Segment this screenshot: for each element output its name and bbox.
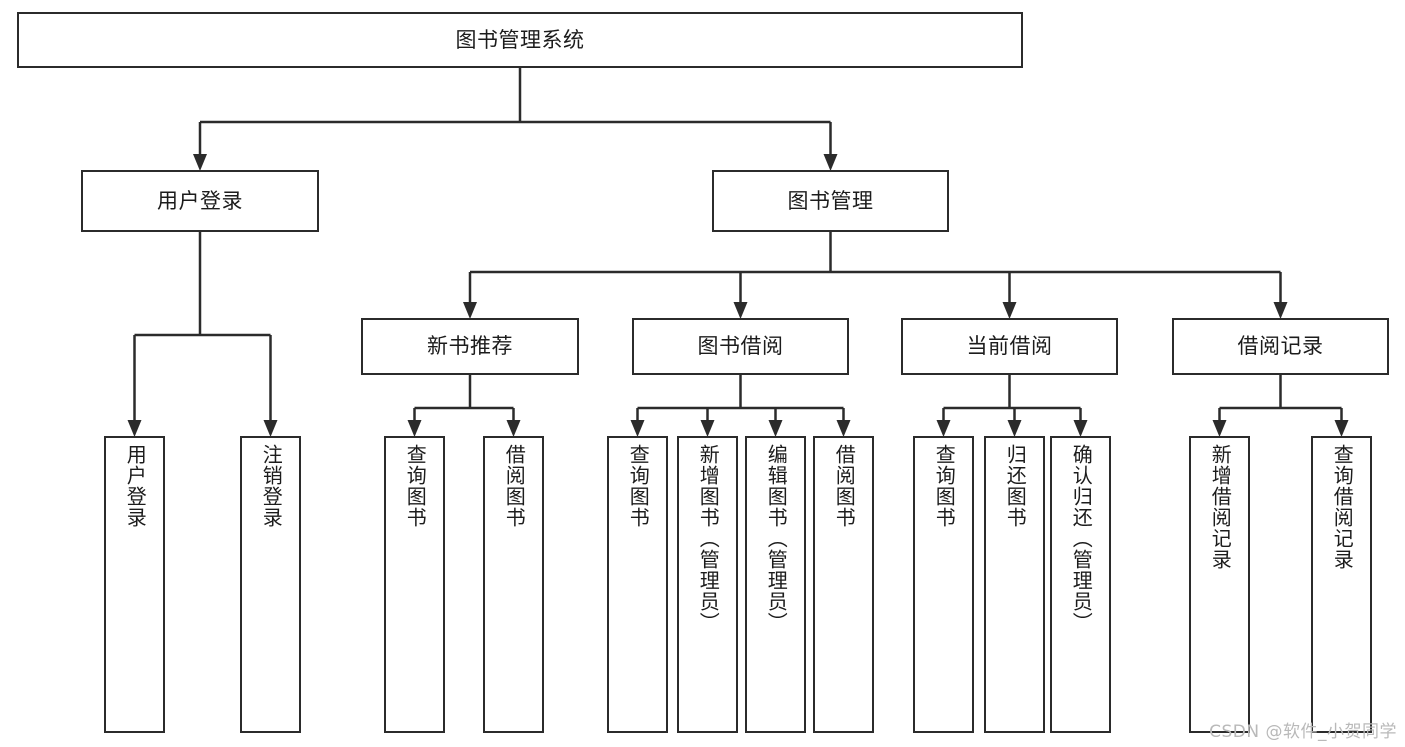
node-label: 查询图书	[932, 444, 957, 528]
node-leaf-borrow-query[interactable]: 查询图书	[607, 436, 668, 733]
node-current[interactable]: 当前借阅	[901, 318, 1118, 375]
node-leaf-newbook-borrow[interactable]: 借阅图书	[483, 436, 544, 733]
node-leaf-current-return[interactable]: 归还图书	[984, 436, 1045, 733]
node-label: 注销登录	[259, 444, 284, 528]
watermark: CSDN @软件_小贺同学	[1209, 722, 1397, 742]
node-label: 用户登录	[123, 444, 148, 528]
arrowhead-icon	[193, 154, 207, 171]
node-label: 当前借阅	[966, 334, 1053, 359]
arrowhead-icon	[263, 420, 278, 437]
node-leaf-current-query[interactable]: 查询图书	[913, 436, 974, 733]
node-label: 图书管理	[787, 188, 874, 213]
node-label: 查询图书	[626, 444, 651, 528]
arrowhead-icon	[1212, 420, 1227, 437]
arrowhead-icon	[630, 420, 645, 437]
node-newbook[interactable]: 新书推荐	[361, 318, 579, 375]
arrowhead-icon	[823, 154, 838, 171]
node-label: 确认归还（管理员）	[1069, 444, 1094, 633]
edge-group-records	[1212, 375, 1349, 437]
arrowhead-icon	[463, 302, 477, 319]
arrowhead-icon	[1002, 302, 1017, 319]
node-records[interactable]: 借阅记录	[1172, 318, 1389, 375]
node-leaf-borrow-edit[interactable]: 编辑图书（管理员）	[745, 436, 806, 733]
node-leaf-records-query[interactable]: 查询借阅记录	[1311, 436, 1372, 733]
edge-group-borrow	[630, 375, 851, 437]
edge-group-newbook	[407, 375, 521, 437]
node-leaf-logout[interactable]: 注销登录	[240, 436, 301, 733]
arrowhead-icon	[1334, 420, 1349, 437]
node-leaf-borrow-lend[interactable]: 借阅图书	[813, 436, 874, 733]
edge-group-root	[193, 68, 838, 171]
edge-group-current	[936, 375, 1088, 437]
arrowhead-icon	[836, 420, 851, 437]
arrowhead-icon	[1007, 420, 1022, 437]
node-label: 新增图书（管理员）	[696, 444, 721, 633]
arrowhead-icon	[936, 420, 951, 437]
node-borrow[interactable]: 图书借阅	[632, 318, 849, 375]
edge-group-login	[127, 232, 278, 437]
arrowhead-icon	[407, 420, 422, 437]
node-leaf-login[interactable]: 用户登录	[104, 436, 165, 733]
node-label: 查询图书	[403, 444, 428, 528]
arrowhead-icon	[1273, 302, 1288, 319]
node-label: 新书推荐	[427, 334, 513, 359]
node-label: 用户登录	[157, 188, 243, 213]
node-label: 新增借阅记录	[1208, 444, 1233, 570]
arrowhead-icon	[768, 420, 783, 437]
arrowhead-icon	[1073, 420, 1088, 437]
node-label: 借阅记录	[1237, 334, 1324, 359]
node-bookmgmt[interactable]: 图书管理	[712, 170, 949, 232]
node-label: 归还图书	[1003, 444, 1028, 528]
edge-group-bookmgmt	[463, 232, 1288, 319]
node-leaf-current-confirm[interactable]: 确认归还（管理员）	[1050, 436, 1111, 733]
arrowhead-icon	[733, 302, 748, 319]
arrowhead-icon	[127, 420, 142, 437]
node-leaf-records-add[interactable]: 新增借阅记录	[1189, 436, 1250, 733]
node-label: 图书借阅	[697, 334, 784, 359]
node-label: 查询借阅记录	[1330, 444, 1355, 570]
node-label: 编辑图书（管理员）	[764, 444, 789, 633]
node-root[interactable]: 图书管理系统	[17, 12, 1023, 68]
node-label: 图书管理系统	[455, 27, 585, 52]
arrowhead-icon	[506, 420, 521, 437]
node-label: 借阅图书	[832, 444, 857, 528]
node-leaf-borrow-add[interactable]: 新增图书（管理员）	[677, 436, 738, 733]
node-label: 借阅图书	[502, 444, 527, 528]
node-login[interactable]: 用户登录	[81, 170, 319, 232]
arrowhead-icon	[700, 420, 715, 437]
node-leaf-newbook-query[interactable]: 查询图书	[384, 436, 445, 733]
